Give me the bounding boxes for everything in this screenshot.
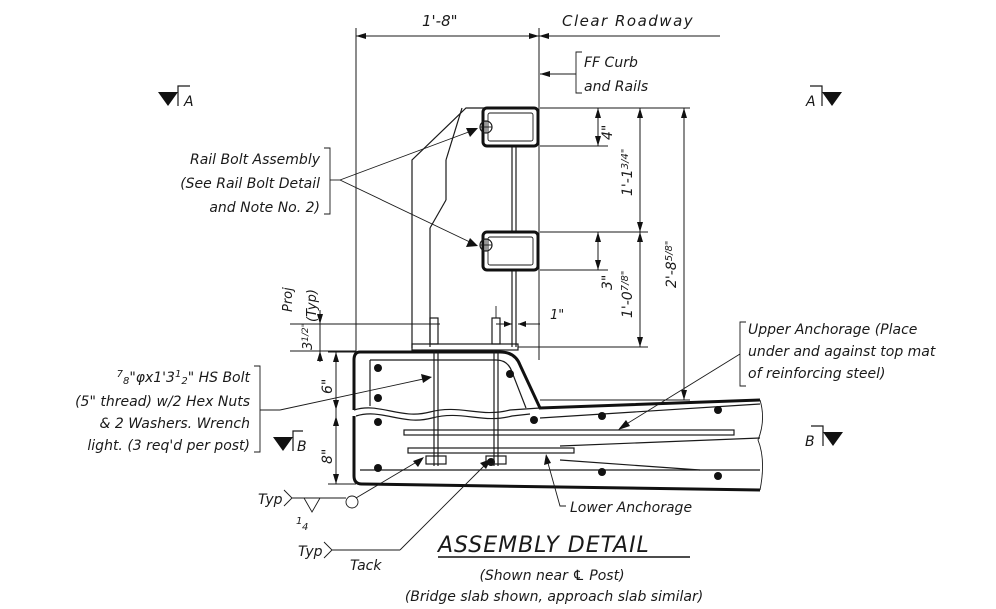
section-mark-b-left: B — [273, 430, 307, 455]
section-mark-a-right: A — [805, 85, 842, 110]
base-plate-bolts — [411, 306, 519, 466]
upper-anchorage-line3: of reinforcing steel) — [748, 366, 885, 382]
hs-bolt-callout: 78"φx1'312" HS Bolt (5" thread) w/2 Hex … — [75, 365, 432, 454]
section-bracket — [292, 430, 303, 451]
section-label: B — [805, 434, 815, 450]
upper-anchorage-bar — [403, 429, 735, 436]
ff-curb-line1: FF Curb — [584, 55, 638, 71]
proj-label: Proj — [281, 287, 296, 312]
section-bracket — [177, 85, 190, 106]
section-mark-b-right: B — [805, 425, 843, 450]
rail-spacing-dim: 1'-13/4" — [620, 149, 636, 196]
bottom-rail-height-dim: 3" — [600, 275, 616, 290]
rail-post — [411, 107, 517, 348]
rail-bolt-line3: and Note No. 2) — [209, 200, 320, 216]
tack-label: Tack — [350, 558, 382, 574]
proj-dim: Proj (Typ) 31/2" — [281, 287, 440, 362]
six-inch-dim: 6" — [320, 379, 336, 394]
section-arrow-icon — [822, 92, 842, 106]
weld-size-den: 4 — [302, 522, 308, 533]
bottom-rail-elev-dim: 1'-07/8" — [620, 271, 636, 318]
upper-anchorage-line1: Upper Anchorage (Place — [748, 322, 917, 338]
proj-typ-label: (Typ) — [305, 289, 320, 322]
title-block: ASSEMBLY DETAIL (Shown near ℄ Post) (Bri… — [405, 533, 703, 605]
ff-curb-callout: FF Curb and Rails — [540, 51, 648, 95]
section-label: B — [297, 439, 307, 455]
vertical-dimensions: 4" 1'-13/4" 3" 1'-07/8" 2'-85/8" — [518, 107, 690, 401]
hs-bolt-line2: (5" thread) w/2 Hex Nuts — [75, 394, 250, 410]
rail-bolt-line1: Rail Bolt Assembly — [190, 152, 321, 168]
one-inch-label: 1" — [550, 308, 564, 323]
one-inch-dim: 1" — [496, 308, 564, 327]
upper-anchorage-callout: Upper Anchorage (Place under and against… — [618, 321, 936, 430]
section-bracket — [811, 425, 824, 446]
ff-curb-line2: and Rails — [584, 79, 648, 95]
overall-height-dim: 2'-85/8" — [664, 241, 680, 288]
clear-roadway-label: Clear Roadway — [562, 12, 694, 30]
hs-bolt-line1: 78"φx1'312" HS Bolt — [117, 369, 251, 387]
lower-anchorage-bar — [407, 447, 575, 454]
slab-dims: 6" 8" — [320, 351, 356, 485]
title-sub2: (Bridge slab shown, approach slab simila… — [405, 589, 703, 605]
section-label: A — [805, 94, 816, 110]
top-rail-height-dim: 4" — [600, 125, 616, 140]
section-arrow-icon — [823, 432, 843, 446]
lower-anchorage-label: Lower Anchorage — [570, 500, 692, 516]
section-arrow-icon — [273, 437, 293, 451]
lower-rail-tube — [479, 230, 540, 272]
hs-bolt-head — [491, 317, 501, 345]
eight-inch-dim: 8" — [320, 449, 336, 464]
typ-label: Typ — [298, 544, 323, 560]
upper-anchorage-line2: under and against top mat — [748, 344, 936, 360]
section-label: A — [183, 94, 194, 110]
weld-size-num: 1 — [296, 516, 302, 527]
post-offset-dim: 1'-8" — [422, 12, 458, 30]
typ-label: Typ — [258, 492, 283, 508]
curb-depth-dim: 31/2" — [301, 323, 316, 350]
rail-bolt-line2: (See Rail Bolt Detail — [180, 176, 320, 192]
weld-symbol-typ-2: Typ Tack — [298, 459, 491, 574]
curb-slab — [352, 350, 763, 492]
lower-anchorage-callout: Lower Anchorage — [544, 454, 692, 516]
hs-bolt-line3: & 2 Washers. Wrench — [99, 416, 250, 432]
section-arrow-icon — [158, 92, 178, 106]
section-mark-a-left: A — [158, 85, 194, 110]
hs-bolt-head — [429, 317, 439, 345]
section-bracket — [810, 85, 823, 106]
base-plate — [411, 343, 519, 351]
top-dimension: 1'-8" Clear Roadway — [355, 12, 720, 360]
title-main: ASSEMBLY DETAIL — [436, 533, 650, 558]
weld-all-around-icon — [345, 495, 359, 509]
rail-bolt-callout: Rail Bolt Assembly (See Rail Bolt Detail… — [180, 128, 478, 247]
weld-symbol-typ-1: Typ 1 4 — [258, 457, 424, 533]
hs-bolt-line4: light. (3 req'd per post) — [87, 438, 250, 454]
title-sub1: (Shown near ℄ Post) — [479, 568, 624, 584]
upper-rail-tube — [479, 106, 540, 148]
